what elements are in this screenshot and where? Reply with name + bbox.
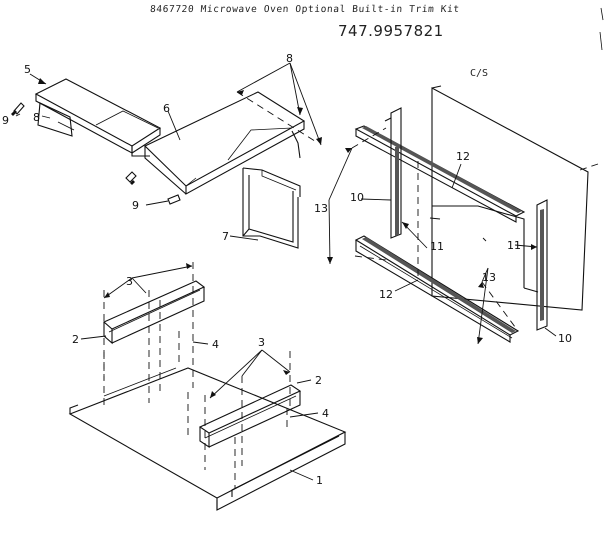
callout-numbers: 5 6 7 8 8 9 9 3 3 2 2 4 4 1 10 10 11 11 … bbox=[2, 52, 572, 487]
callout-6: 6 bbox=[163, 102, 170, 115]
callout-10-right: 10 bbox=[558, 332, 572, 345]
upper-guide-lines bbox=[236, 91, 519, 332]
part-10-11-left-strip bbox=[384, 107, 402, 239]
callout-9-center: 9 bbox=[132, 199, 139, 212]
callout-10-left: 10 bbox=[350, 191, 364, 204]
callout-1: 1 bbox=[316, 474, 323, 487]
section-label: C/S bbox=[470, 68, 489, 79]
margin-marks bbox=[599, 7, 604, 51]
part-2-3-left-rail bbox=[102, 280, 206, 345]
trim-panel-assembly bbox=[429, 85, 599, 311]
callout-4-left: 4 bbox=[212, 338, 219, 351]
callout-7: 7 bbox=[222, 230, 229, 243]
callout-8-left: 8 bbox=[33, 111, 40, 124]
callout-2-left: 2 bbox=[72, 333, 79, 346]
assembly-guide-lines bbox=[103, 262, 291, 488]
callout-2-right: 2 bbox=[315, 374, 322, 387]
leader-lines bbox=[15, 62, 557, 481]
part-9-screws bbox=[11, 102, 181, 205]
callout-13-right: 13 bbox=[482, 271, 496, 284]
arrowheads bbox=[38, 78, 537, 398]
part-5-top-panel bbox=[34, 78, 162, 157]
part-7-bracket bbox=[242, 167, 301, 249]
callout-5: 5 bbox=[24, 63, 31, 76]
part-2-3-right-rail bbox=[198, 384, 302, 449]
callout-11-right: 11 bbox=[507, 239, 521, 252]
model-number: 747.9957821 bbox=[338, 22, 444, 40]
callout-4-right: 4 bbox=[322, 407, 329, 420]
part-6-top-right-panel bbox=[144, 91, 306, 195]
callout-12-lower: 12 bbox=[379, 288, 393, 301]
part-12-upper-rail bbox=[354, 125, 526, 223]
part-10-11-right-strip bbox=[536, 199, 548, 331]
callout-11-left: 11 bbox=[430, 240, 444, 253]
callout-8-top: 8 bbox=[286, 52, 293, 65]
callout-9-left: 9 bbox=[2, 114, 9, 127]
callout-3-right: 3 bbox=[258, 336, 265, 349]
part-1-base-panel bbox=[68, 367, 347, 511]
callout-12-upper: 12 bbox=[456, 150, 470, 163]
callout-3-left: 3 bbox=[126, 275, 133, 288]
callout-13-left: 13 bbox=[314, 202, 328, 215]
